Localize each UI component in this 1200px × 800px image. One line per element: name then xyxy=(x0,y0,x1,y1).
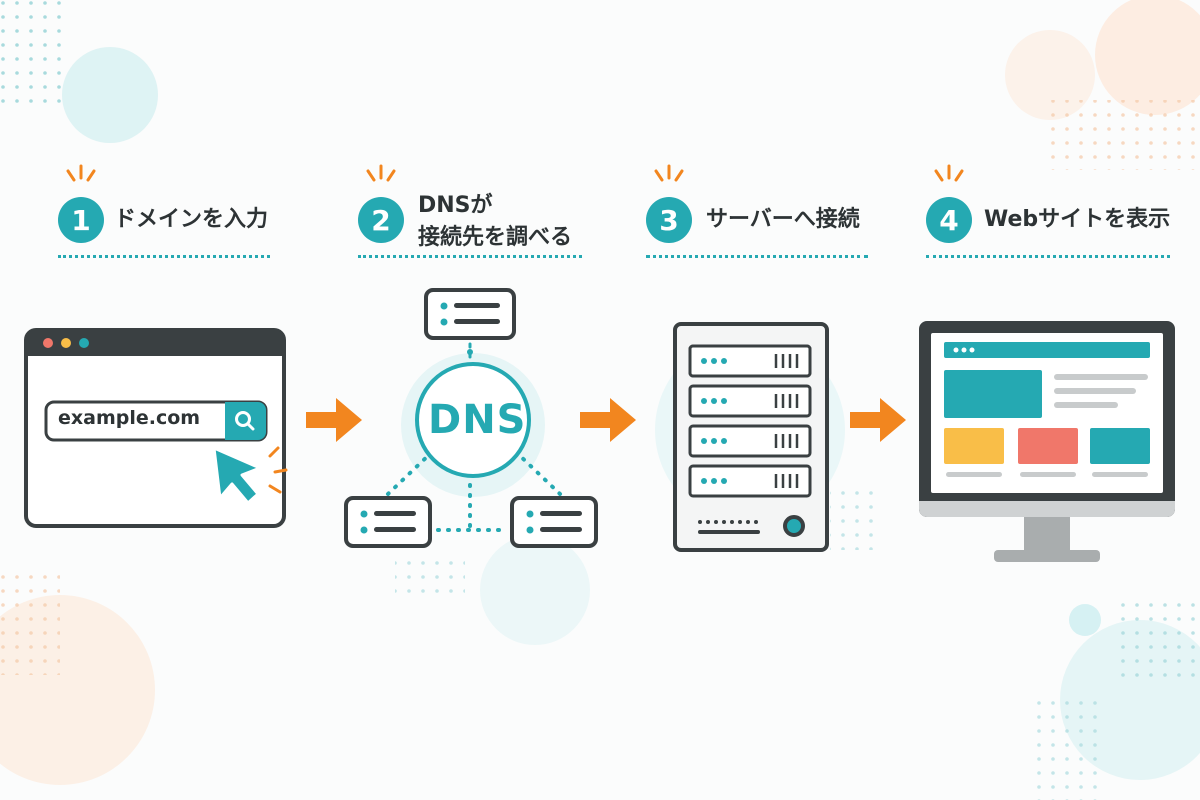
step-1-divider xyxy=(58,255,270,258)
dns-node-left xyxy=(344,496,432,548)
step-2-title-line2: 接続先を調べる xyxy=(418,225,573,250)
browser-window xyxy=(24,328,288,528)
dns-label: DNS xyxy=(428,397,527,443)
step-1-title: ドメインを入力 xyxy=(114,204,268,236)
step-3-title: サーバーへ接続 xyxy=(706,204,860,236)
step-4-title-line1: Webサイトを表示 xyxy=(984,207,1171,232)
step-2-divider xyxy=(358,255,582,258)
spark-icon xyxy=(366,164,396,182)
step-3-title-line1: サーバーへ接続 xyxy=(706,207,860,232)
step-1-badge: 1 xyxy=(58,197,104,243)
url-input[interactable]: example.com xyxy=(58,407,201,429)
dns-diagram xyxy=(344,288,598,548)
step-2-badge: 2 xyxy=(358,197,404,243)
step-4-title: Webサイトを表示 xyxy=(984,204,1170,236)
dns-node-right xyxy=(510,496,598,548)
step-2-title-line1: DNSが xyxy=(418,193,493,218)
arrow-right-icon xyxy=(580,398,636,442)
spark-icon xyxy=(66,164,96,182)
arrow-right-icon xyxy=(306,398,362,442)
monitor-icon xyxy=(919,321,1175,562)
cursor-arrow-icon xyxy=(212,446,262,505)
server-rack-icon xyxy=(673,322,829,552)
search-icon xyxy=(235,411,255,431)
step-1-title-line1: ドメインを入力 xyxy=(114,207,269,232)
step-4-divider xyxy=(926,255,1170,258)
step-2-title: DNSが 接続先を調べる xyxy=(418,190,572,254)
spark-icon xyxy=(934,164,964,182)
step-3-divider xyxy=(646,255,868,258)
step-4-badge: 4 xyxy=(926,197,972,243)
dns-node-top xyxy=(424,288,516,340)
spark-icon xyxy=(654,164,684,182)
arrow-right-icon xyxy=(850,398,906,442)
step-3-badge: 3 xyxy=(646,197,692,243)
